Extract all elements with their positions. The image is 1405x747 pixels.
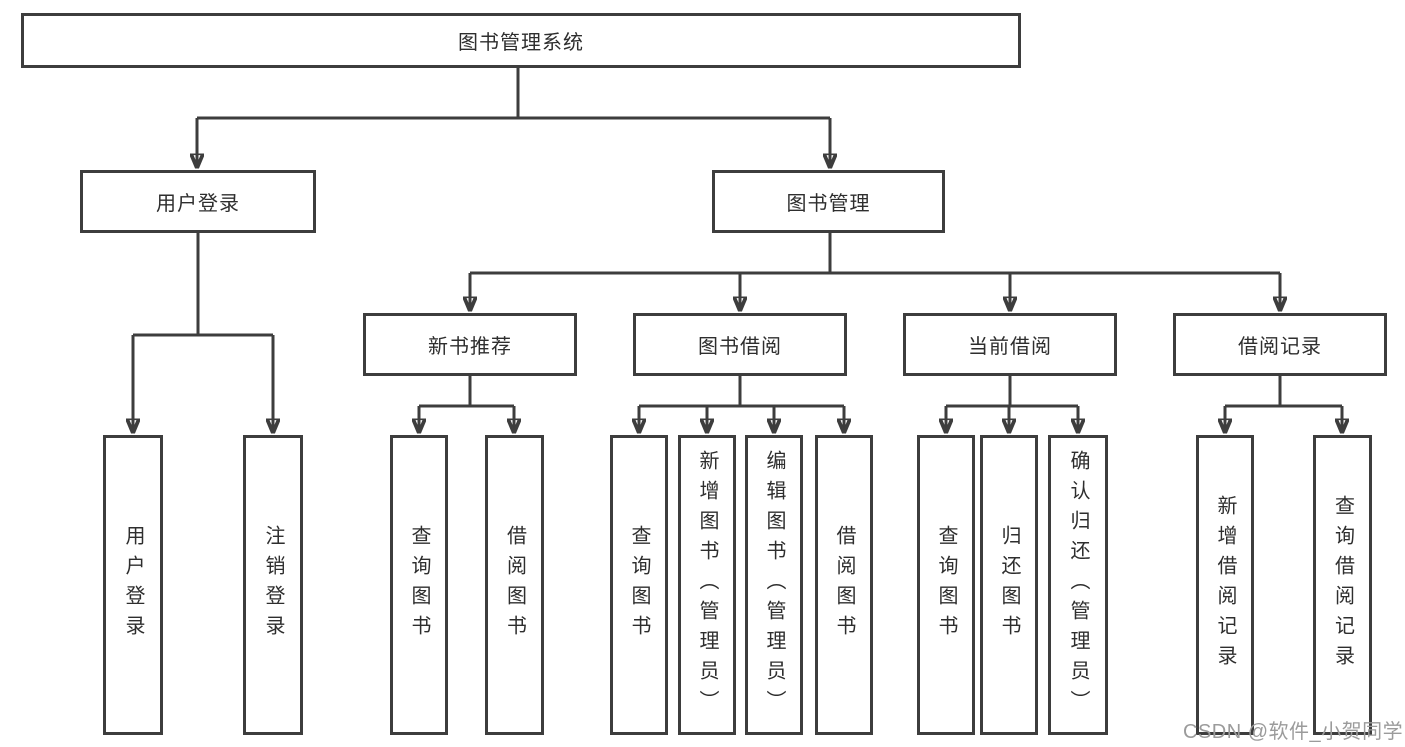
node-leaf-label: 借阅图书 [833,525,855,645]
node-branch-label: 用户登录 [156,193,240,215]
node-leaf-logout: 注销登录 [243,435,303,735]
node-leaf-label: 用户登录 [122,525,144,645]
node-leaf-edit-books-admin: 编辑图书（管理员） [745,435,803,735]
node-leaf-label: 归还图书 [998,525,1020,645]
node-branch-label: 图书管理 [786,193,871,215]
node-leaf-label: 编辑图书（管理员） [763,450,785,720]
node-leaf-query-books-borrowing: 查询图书 [610,435,668,735]
node-leaf-label: 借阅图书 [503,525,526,645]
node-group-new-book-recommend: 新书推荐 [363,313,577,376]
node-leaf-label: 新增图书（管理员） [696,450,718,720]
node-leaf-user-login: 用户登录 [103,435,163,735]
node-group-label: 图书借阅 [698,336,782,358]
node-group-label: 借阅记录 [1238,336,1322,358]
node-group-book-borrowing: 图书借阅 [633,313,847,376]
node-leaf-query-books-current: 查询图书 [917,435,975,735]
node-leaf-return-books: 归还图书 [980,435,1038,735]
node-group-borrow-records: 借阅记录 [1173,313,1387,376]
node-leaf-confirm-return-admin: 确认归还（管理员） [1048,435,1108,735]
node-leaf-label: 注销登录 [262,525,284,645]
node-leaf-query-borrow-record: 查询借阅记录 [1313,435,1372,735]
node-leaf-label: 查询图书 [935,525,957,645]
node-root-label: 图书管理系统 [458,32,584,54]
node-branch-book-management: 图书管理 [712,170,945,233]
node-leaf-label: 确认归还（管理员） [1067,450,1089,720]
node-group-current-borrowing: 当前借阅 [903,313,1117,376]
node-leaf-label: 查询图书 [628,525,650,645]
csdn-watermark: CSDN @软件_小贺同学 [1183,721,1404,743]
node-leaf-borrow-books-recommend: 借阅图书 [485,435,544,735]
node-leaf-label: 新增借阅记录 [1214,495,1236,675]
node-leaf-add-borrow-record: 新增借阅记录 [1196,435,1254,735]
node-group-label: 新书推荐 [428,336,512,358]
node-branch-user-login: 用户登录 [80,170,316,233]
node-leaf-add-books-admin: 新增图书（管理员） [678,435,736,735]
node-group-label: 当前借阅 [968,336,1052,358]
node-leaf-label: 查询图书 [408,525,430,645]
node-leaf-label: 查询借阅记录 [1331,495,1354,675]
node-leaf-borrow-books: 借阅图书 [815,435,873,735]
node-root-library-management-system: 图书管理系统 [21,13,1021,68]
node-leaf-query-books-recommend: 查询图书 [390,435,448,735]
